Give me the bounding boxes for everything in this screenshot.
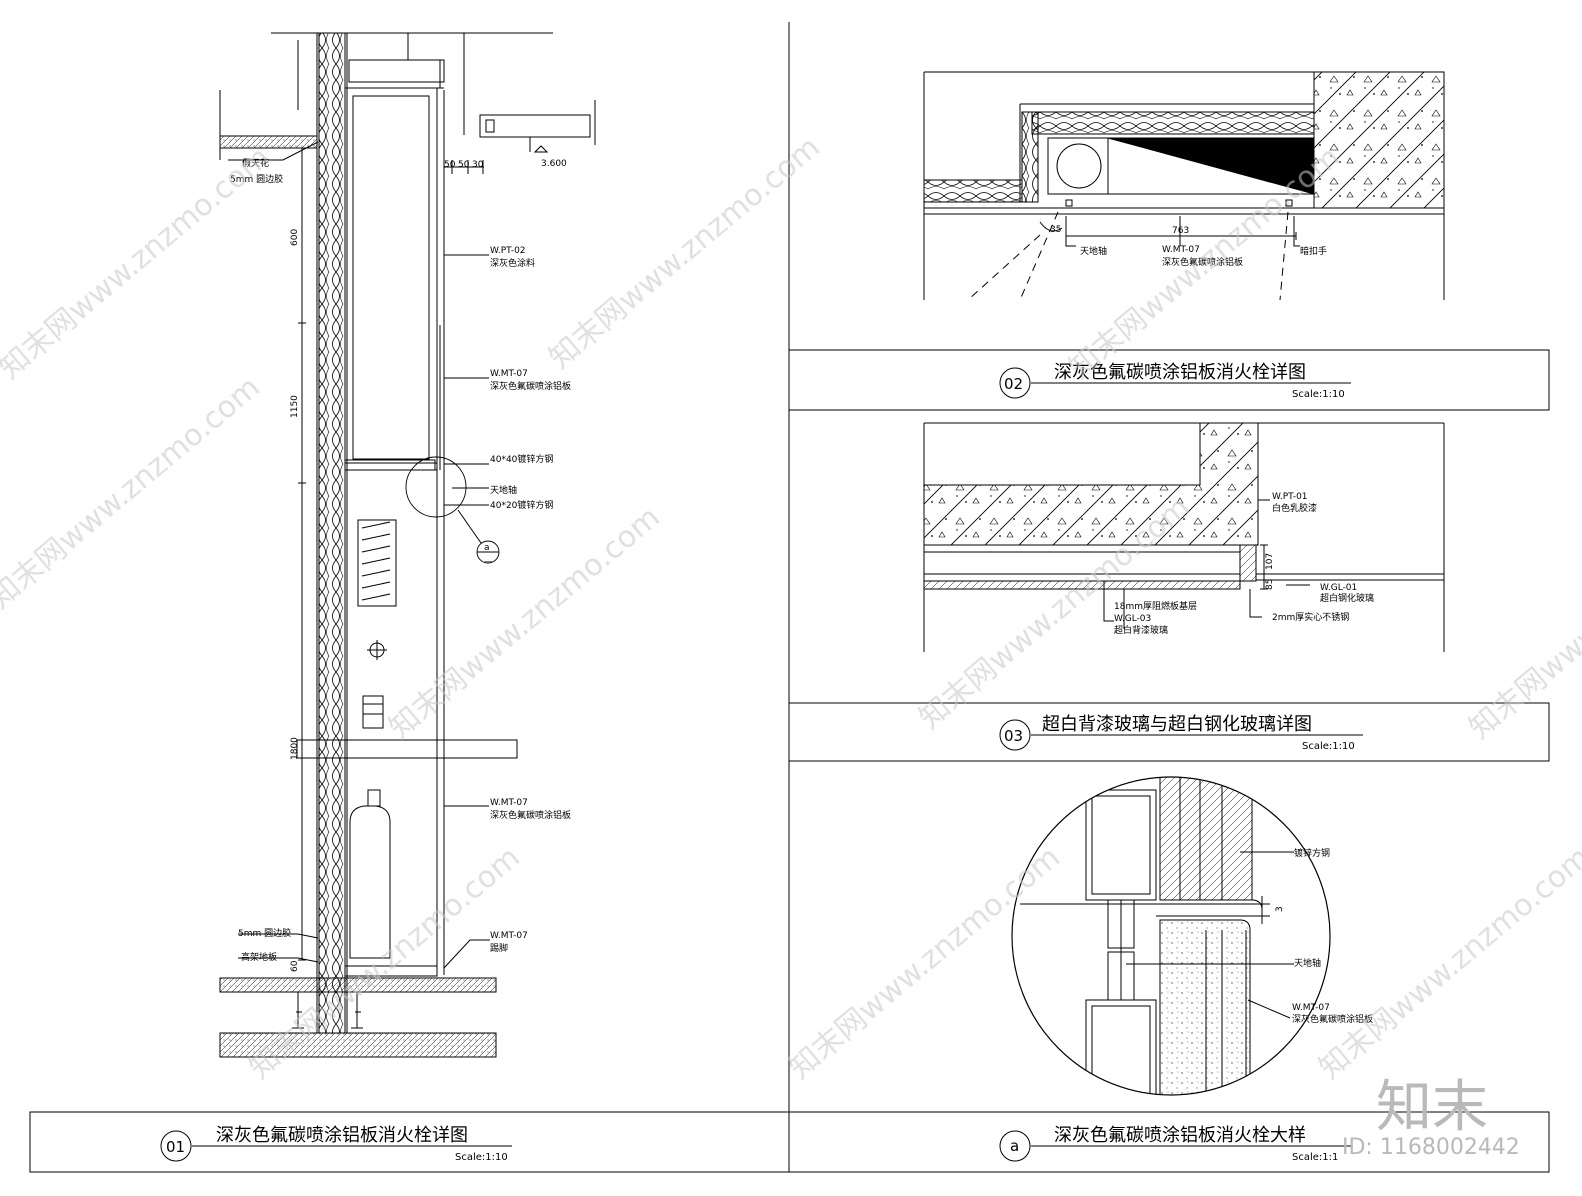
label-steel-a: 镀锌方钢 (1294, 847, 1330, 859)
level-3600: 3.600 (541, 159, 567, 169)
detail-number-02: 02 (1004, 375, 1023, 393)
watermark-text: 知末网www.znzmo.com (543, 130, 827, 376)
detail-number-circle-03 (999, 719, 1031, 751)
brand-block: 知末 ID: 1168002442 (1342, 1075, 1520, 1160)
label-pt01-desc: 白色乳胶漆 (1272, 502, 1317, 514)
label-mt07-lower-desc: 深灰色氟碳喷涂铝板 (490, 809, 571, 821)
detail-scale-03: Scale:1:10 (1302, 741, 1355, 752)
label-steel-40x40: 40*40镀锌方钢 (490, 453, 553, 465)
title-block-02: 02 深灰色氟碳喷涂铝板消火栓详图 Scale:1:10 (788, 349, 1550, 411)
detail-title-03: 超白背漆玻璃与超白钢化玻璃详图 (1042, 714, 1312, 735)
title-block-01: 01 深灰色氟碳喷涂铝板消火栓详图 Scale:1:10 (29, 1111, 790, 1173)
label-mt07-base-code: W.MT-07 (490, 931, 528, 941)
dim-85: 85 (1265, 579, 1275, 590)
detail-title-01: 深灰色氟碳喷涂铝板消火栓详图 (216, 1125, 468, 1146)
detail-02-labels: 763 35 天地轴 W.MT-07 深灰色氟碳喷涂铝板 暗扣手 (1050, 225, 1327, 268)
detail-number-circle-01 (160, 1130, 192, 1162)
detail-01-drawing (219, 32, 596, 1058)
detail-03-labels: W.PT-01 白色乳胶漆 W.GL-01 超白钢化玻璃 18mm厚阻燃板基层 … (1114, 492, 1374, 636)
brand-id: ID: 1168002442 (1342, 1135, 1520, 1160)
label-false-ceiling: 假天花 (242, 157, 269, 169)
label-steel-40x20: 40*20镀锌方钢 (490, 499, 553, 511)
watermark-layer: 知末网www.znzmo.com 知末网www.znzmo.com 知末网www… (0, 130, 1582, 1086)
detail-number-circle-a (999, 1130, 1031, 1162)
brand-logo: 知末 (1376, 1075, 1488, 1140)
callout-a-top: a (484, 543, 490, 553)
detail-a-labels: 镀锌方钢 天地轴 W.MT-07 深灰色氟碳喷涂铝板 3 (1275, 847, 1373, 1025)
label-gl03-desc: 超白背漆玻璃 (1114, 624, 1168, 636)
dim-1150: 1150 (290, 395, 300, 418)
title-block-03: 03 超白背漆玻璃与超白钢化玻璃详图 Scale:1:10 (788, 702, 1550, 762)
label-pt01-code: W.PT-01 (1272, 492, 1308, 502)
detail-title-02: 深灰色氟碳喷涂铝板消火栓详图 (1054, 362, 1306, 383)
label-edge-glue-bottom: 5mm 圆边胶 (238, 927, 291, 939)
watermark-text: 知末网www.znzmo.com (1463, 500, 1582, 746)
detail-scale-02: Scale:1:10 (1292, 389, 1345, 400)
dim-60: 60 (290, 960, 300, 972)
dim-763: 763 (1172, 226, 1189, 236)
watermark-text: 知末网www.znzmo.com (0, 370, 267, 616)
detail-number-03: 03 (1004, 727, 1023, 745)
label-gl03-code: W.GL-03 (1114, 614, 1151, 624)
dim-600: 600 (290, 229, 300, 246)
dim-107: 107 (1265, 553, 1275, 570)
detail-02-drawing (923, 71, 1445, 301)
detail-scale-01: Scale:1:10 (455, 1152, 508, 1163)
detail-number-circle-02 (999, 367, 1031, 399)
sheet-frame (29, 22, 790, 1172)
detail-number-a: a (1010, 1137, 1019, 1155)
watermark-text: 知末网www.znzmo.com (0, 140, 277, 386)
label-gl01-code: W.GL-01 (1320, 583, 1357, 593)
detail-number-01: 01 (166, 1138, 185, 1156)
dim-1800: 1800 (290, 737, 300, 760)
label-mt07-lower-code: W.MT-07 (490, 798, 528, 808)
dim-30: 30 (472, 160, 484, 170)
label-pivot: 天地轴 (490, 484, 517, 496)
dim-50a: 50 (444, 160, 456, 170)
detail-title-a: 深灰色氟碳喷涂铝板消火栓大样 (1054, 1125, 1306, 1146)
label-handle-02: 暗扣手 (1300, 245, 1327, 257)
label-mt07-code-a: W.MT-07 (1292, 1003, 1330, 1013)
detail-scale-a: Scale:1:1 (1292, 1152, 1338, 1163)
label-ss: 2mm厚实心不锈钢 (1272, 611, 1349, 623)
label-board: 18mm厚阻燃板基层 (1114, 600, 1197, 612)
callout-a-bottom: — (484, 557, 493, 567)
label-raised-floor: 高架地板 (241, 951, 277, 963)
watermark-text: 知末网www.znzmo.com (1063, 140, 1347, 386)
label-pivot-02: 天地轴 (1080, 245, 1107, 257)
label-pivot-a: 天地轴 (1294, 957, 1321, 969)
watermark-text: 知末网www.znzmo.com (383, 500, 667, 746)
label-mt07-desc-02: 深灰色氟碳喷涂铝板 (1162, 256, 1243, 268)
label-pt02-desc: 深灰色涂料 (490, 257, 535, 269)
title-block-a: a 深灰色氟碳喷涂铝板消火栓大样 Scale:1:1 (788, 1111, 1550, 1173)
label-mt07-desc-a: 深灰色氟碳喷涂铝板 (1292, 1013, 1373, 1025)
watermark-text: 知末网www.znzmo.com (783, 840, 1067, 1086)
label-edge-glue-top: 5mm 圆边胶 (230, 173, 283, 185)
watermark-text: 知末网www.znzmo.com (1313, 840, 1582, 1086)
label-mt07-code-02: W.MT-07 (1162, 245, 1200, 255)
detail-03-drawing (923, 422, 1445, 652)
dim-35: 35 (1050, 225, 1061, 235)
label-mt07-base-desc: 踢脚 (490, 943, 508, 954)
dim-3: 3 (1275, 906, 1285, 912)
detail-a-drawing (1011, 776, 1331, 1096)
label-gl01-desc: 超白钢化玻璃 (1320, 592, 1374, 604)
label-pt02-code: W.PT-02 (490, 246, 526, 256)
dim-50b: 50 (458, 160, 470, 170)
label-mt07-upper-desc: 深灰色氟碳喷涂铝板 (490, 380, 571, 392)
label-mt07-upper-code: W.MT-07 (490, 369, 528, 379)
detail-01-labels: 假天花 5mm 圆边胶 W.PT-02 深灰色涂料 W.MT-07 深灰色氟碳喷… (230, 157, 571, 972)
